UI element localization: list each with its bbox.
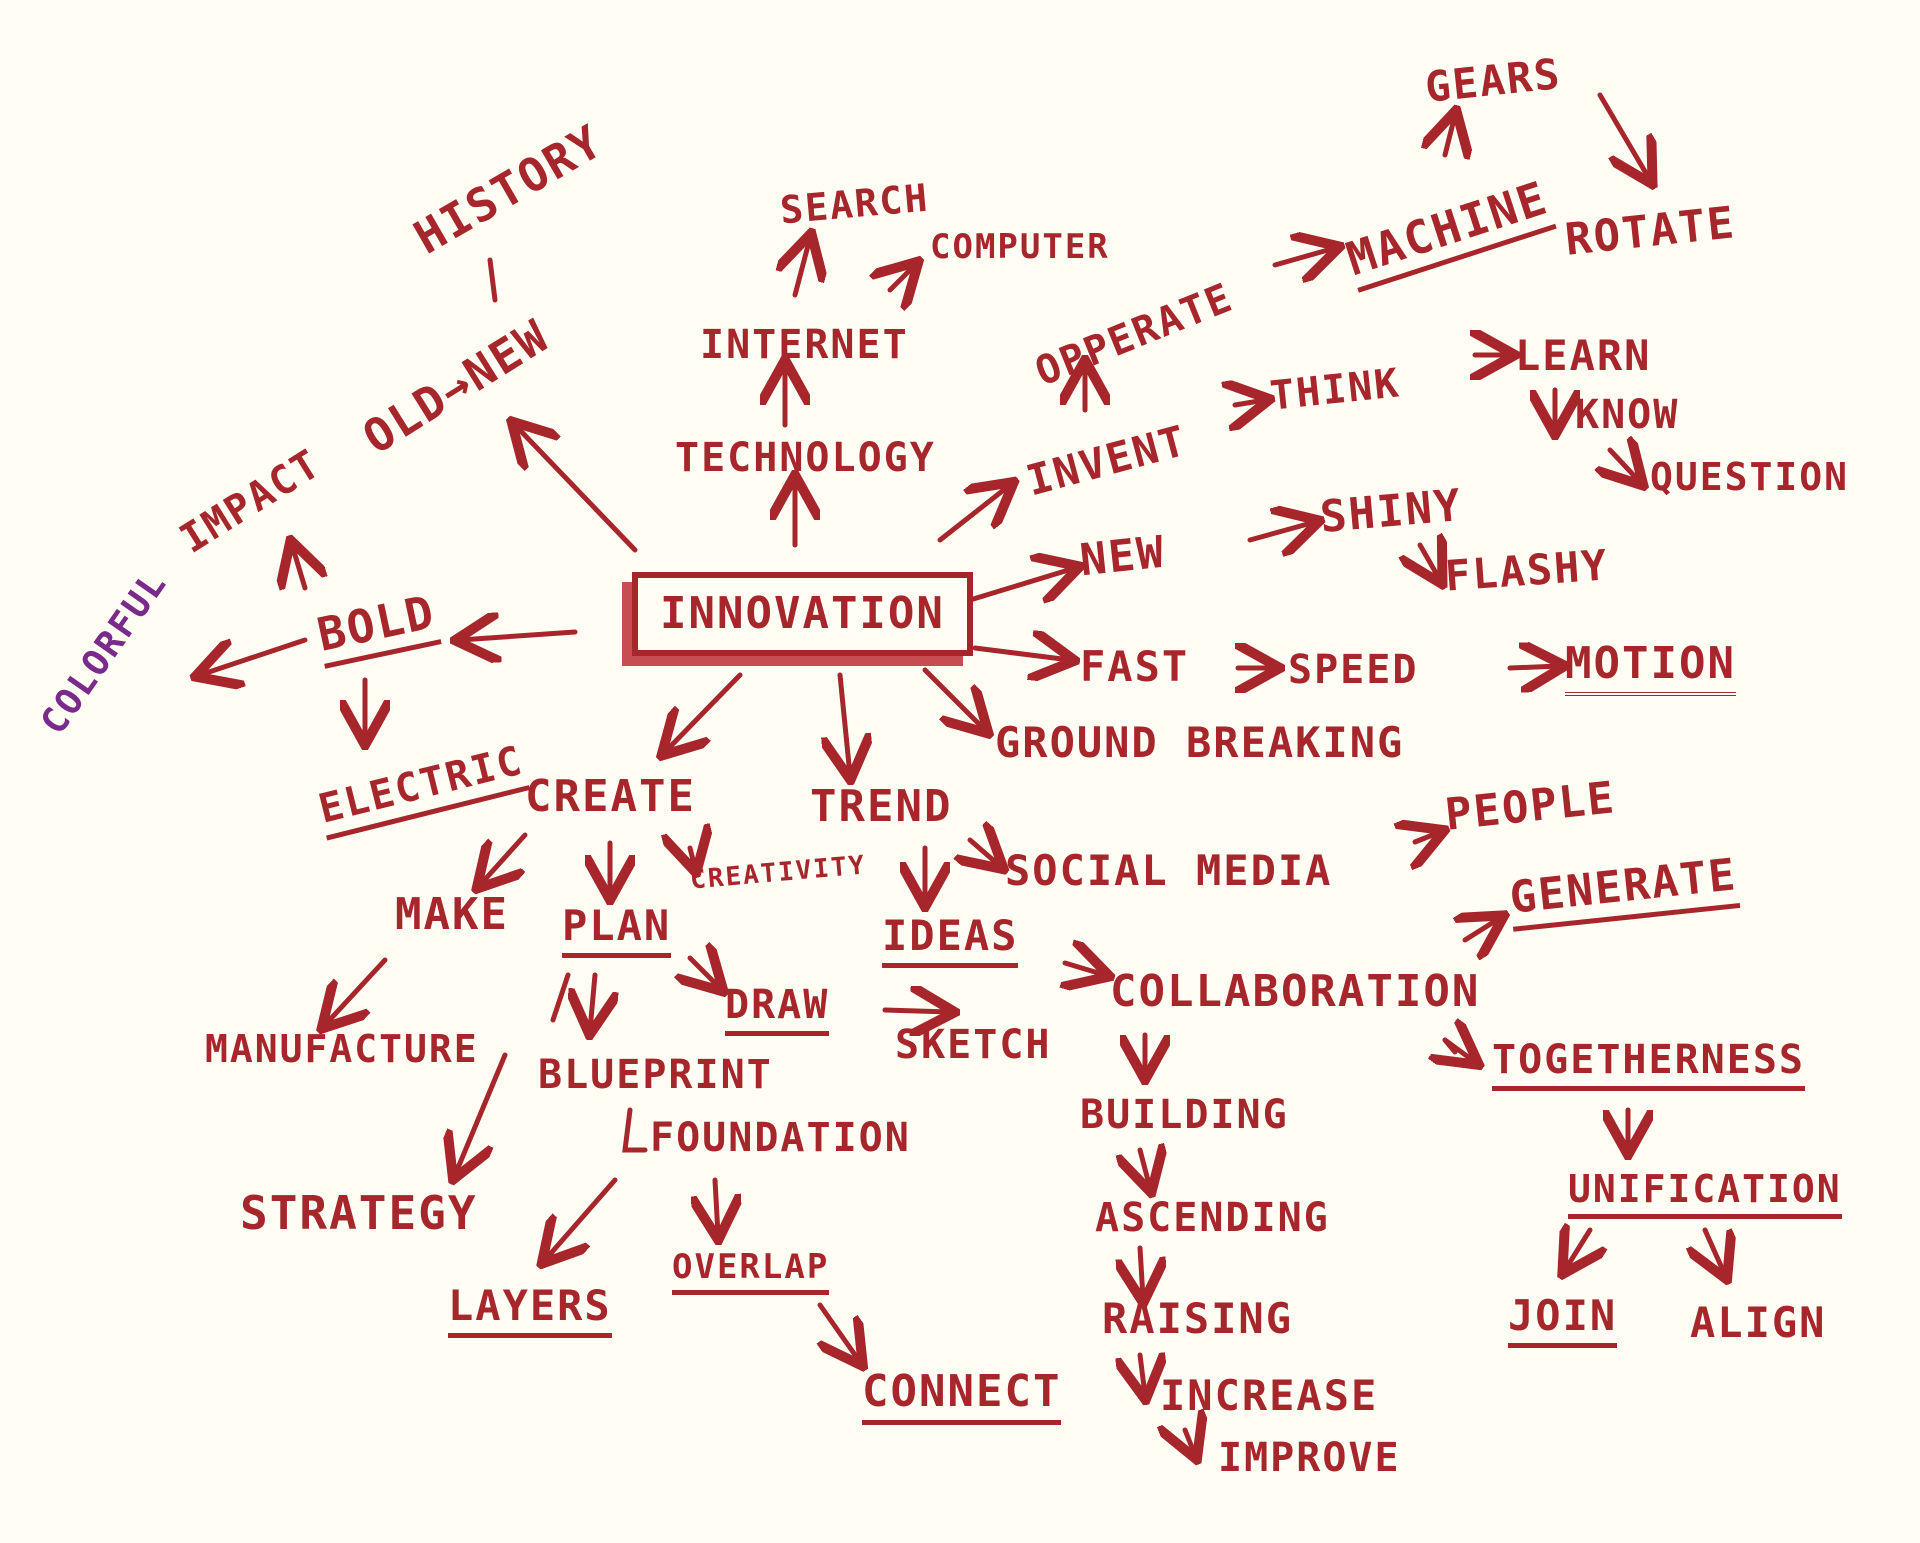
- word-plan: PLAN: [562, 905, 672, 958]
- center-node-innovation: INNOVATION: [632, 572, 973, 656]
- word-ground-breaking: GROUND BREAKING: [995, 718, 1405, 767]
- word-internet: INTERNET: [700, 322, 909, 368]
- word-align: ALIGN: [1690, 1298, 1827, 1347]
- word-new: NEW: [1077, 526, 1168, 587]
- arrow-ascending-raising: [1140, 1245, 1143, 1298]
- tick-history-oldnew: [487, 257, 498, 303]
- arrow-trend-socialmedia: [970, 840, 1000, 866]
- word-raising: RAISING: [1102, 1294, 1294, 1343]
- word-speed: SPEED: [1288, 647, 1419, 693]
- word-foundation: FOUNDATION: [650, 1115, 911, 1161]
- word-overlap: OVERLAP: [672, 1250, 830, 1295]
- arrow-know-question: [1610, 450, 1640, 482]
- word-ideas: IDEAS: [882, 915, 1019, 968]
- arrow-invent-think: [1235, 400, 1265, 405]
- arrow-create-make: [480, 832, 528, 885]
- word-know: KNOW: [1575, 392, 1680, 438]
- word-question: QUESTION: [1650, 455, 1850, 499]
- word-technology: TECHNOLOGY: [675, 435, 936, 481]
- arrow-draw-sketch: [882, 1010, 950, 1012]
- arrow-innovation-bold: [460, 632, 578, 640]
- word-learn: LEARN: [1515, 331, 1652, 380]
- word-motion: MOTION: [1565, 642, 1736, 696]
- word-draw: DRAW: [725, 985, 830, 1036]
- word-blueprint: BLUEPRINT: [538, 1052, 773, 1098]
- arrow-foundation-layers: [545, 1177, 618, 1260]
- arrow-manufacture-strategy: [455, 1052, 508, 1175]
- arrow-speed-motion: [1507, 666, 1560, 668]
- stroke-plan-left: [550, 972, 571, 1023]
- word-unification: UNIFICATION: [1568, 1170, 1842, 1219]
- word-increase: INCREASE: [1160, 1371, 1379, 1420]
- arrow-unification-align: [1705, 1227, 1725, 1275]
- word-shiny: SHINY: [1318, 479, 1465, 544]
- word-layers: LAYERS: [448, 1285, 612, 1338]
- arrow-opperate-machine: [1272, 248, 1335, 265]
- arrow-innovation-new: [967, 568, 1075, 600]
- arrow-bold-impact: [292, 545, 305, 588]
- word-togetherness: TOGETHERNESS: [1492, 1040, 1805, 1091]
- arrow-innovation-oldnew: [515, 425, 638, 553]
- word-join: JOIN: [1508, 1295, 1618, 1348]
- arrow-innovation-trend: [840, 672, 850, 775]
- arrow-bold-colorful: [200, 637, 308, 675]
- arrow-overlap-connect: [820, 1302, 860, 1362]
- arrow-internet-search: [795, 238, 810, 298]
- word-strategy: STRATEGY: [240, 1186, 478, 1240]
- word-building: BUILDING: [1080, 1092, 1289, 1138]
- arrow-raising-increase: [1140, 1355, 1145, 1395]
- arrow-internet-computer: [890, 265, 915, 290]
- word-manufacture: MANUFACTURE: [205, 1027, 479, 1071]
- arrow-create-creativity: [690, 848, 695, 868]
- word-ascending: ASCENDING: [1095, 1195, 1330, 1241]
- arrow-innovation-create: [665, 672, 743, 752]
- arrow-building-ascending: [1140, 1150, 1150, 1188]
- arrow-increase-improve: [1185, 1430, 1195, 1455]
- word-computer: COMPUTER: [930, 227, 1110, 267]
- arrow-machine-gears: [1445, 115, 1455, 155]
- word-sketch: SKETCH: [895, 1022, 1052, 1068]
- stroke-foundation-hook: [622, 1107, 648, 1153]
- word-make: MAKE: [395, 889, 509, 940]
- arrow-make-manufacture: [325, 957, 388, 1025]
- arrow-innovation-groundbreaking: [922, 667, 985, 730]
- stroke-collab-togetherness-hook: [1442, 1037, 1458, 1055]
- word-fast: FAST: [1080, 642, 1190, 691]
- arrow-foundation-overlap: [715, 1177, 718, 1235]
- word-flashy: FLASHY: [1443, 540, 1611, 601]
- arrow-socialmedia-people: [1415, 832, 1440, 842]
- arrow-plan-draw: [690, 958, 720, 988]
- word-create: CREATE: [525, 771, 696, 822]
- arrow-innovation-invent: [937, 485, 1010, 543]
- arrow-shiny-flashy: [1420, 545, 1440, 580]
- word-connect: CONNECT: [862, 1370, 1062, 1425]
- arrow-new-shiny: [1247, 522, 1315, 540]
- arrow-ideas-collaboration: [1065, 963, 1105, 975]
- arrow-collab-generate: [1465, 918, 1500, 940]
- arrow-unification-join: [1565, 1230, 1590, 1270]
- arrow-gears-rotate: [1597, 92, 1650, 180]
- arrow-innovation-fast: [972, 648, 1070, 660]
- word-collaboration: COLLABORATION: [1110, 966, 1481, 1017]
- word-trend: TREND: [810, 781, 953, 832]
- word-social-media: SOCIAL MEDIA: [1005, 846, 1333, 895]
- arrow-plan-blueprint: [590, 972, 595, 1030]
- word-improve: IMPROVE: [1218, 1435, 1401, 1481]
